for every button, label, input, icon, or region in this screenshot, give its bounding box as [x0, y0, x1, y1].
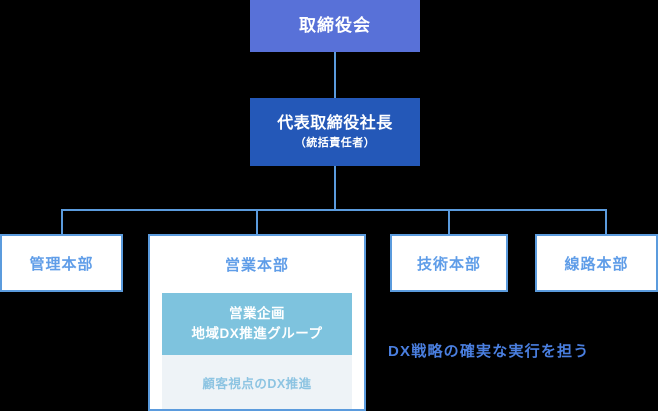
board-label: 取締役会 [299, 16, 371, 36]
connector-drop-senro [605, 209, 607, 234]
connector-division-bus [61, 209, 607, 211]
connector-drop-eigyo [256, 209, 258, 234]
division-label-kanri: 管理本部 [29, 255, 94, 273]
connector-president-drop [334, 166, 336, 210]
node-division-kanri[interactable]: 管理本部 [0, 234, 123, 292]
node-sales-planning-dx-group[interactable]: 営業企画 地域DX推進グループ [162, 293, 352, 356]
division-label-senro: 線路本部 [564, 255, 629, 273]
division-label-gijutsu: 技術本部 [416, 255, 481, 273]
president-label: 代表取締役社長 [277, 114, 393, 132]
node-division-gijutsu[interactable]: 技術本部 [390, 234, 508, 292]
annotation-dx-strategy: DX戦略の確実な実行を担う [388, 343, 590, 360]
president-sublabel: （統括責任者） [294, 136, 376, 149]
connector-drop-kanri [61, 209, 63, 234]
sales-planning-line1: 営業企画 [229, 306, 285, 321]
customer-dx-label: 顧客視点のDX推進 [202, 376, 312, 391]
division-label-eigyo: 営業本部 [224, 257, 289, 274]
connector-drop-gijutsu [448, 209, 450, 234]
node-division-eigyo[interactable]: 営業本部 営業企画 地域DX推進グループ 顧客視点のDX推進 [148, 234, 366, 411]
node-board-of-directors[interactable]: 取締役会 [250, 0, 420, 52]
connector-board-to-president [334, 52, 336, 98]
sales-planning-line2: 地域DX推進グループ [191, 325, 323, 341]
node-division-senro[interactable]: 線路本部 [535, 234, 658, 292]
node-customer-dx-note: 顧客視点のDX推進 [162, 355, 352, 409]
node-president[interactable]: 代表取締役社長 （統括責任者） [250, 98, 420, 166]
